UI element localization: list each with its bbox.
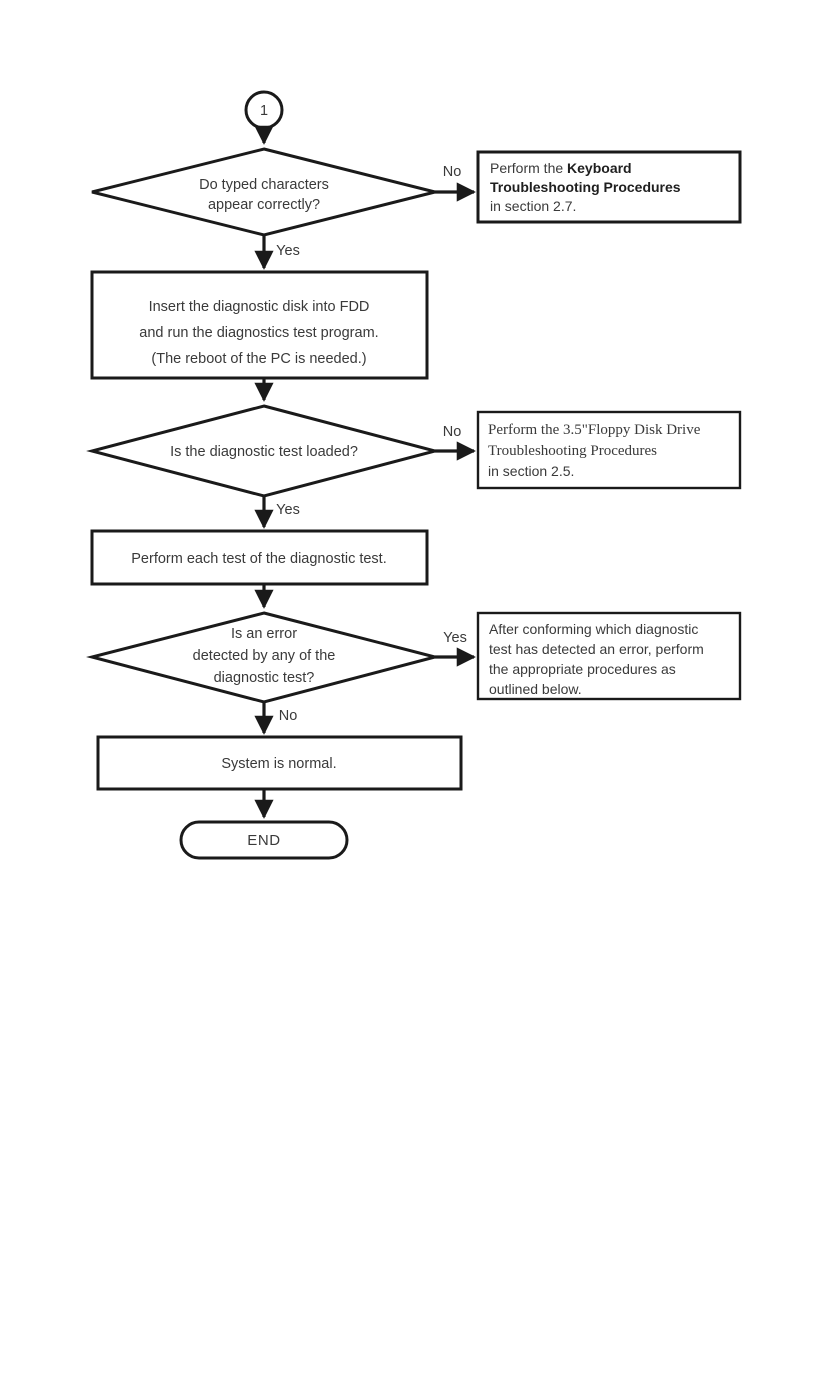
terminator-end: END [179, 820, 349, 860]
decision3-line1: Is an error [231, 626, 297, 642]
process-insert-line2: and run the diagnostics test program. [139, 325, 378, 341]
box-after-line2: test has detected an error, perform [489, 641, 704, 657]
process-insert-line3: (The reboot of the PC is needed.) [151, 351, 366, 367]
decision1-no-label: No [443, 164, 462, 180]
process-perform-line1: Perform each test of the diagnostic test… [131, 551, 387, 567]
decision2-line1: Is the diagnostic test loaded? [170, 444, 358, 460]
box-keyboard-line3: in section 2.7. [490, 198, 576, 214]
box-keyboard-line1-plain: Perform the [490, 160, 567, 176]
box-after-conforming: After conforming which diagnostic test h… [476, 611, 742, 701]
decision1-line2: appear correctly? [208, 197, 320, 213]
terminator-end-label: END [247, 832, 280, 849]
decision1-yes-label: Yes [276, 243, 300, 259]
connector-in-circle: 1 [244, 90, 284, 130]
decision1-line1: Do typed characters [199, 177, 329, 193]
process-insert-diagnostic-disk: Insert the diagnostic disk into FDD and … [90, 270, 429, 380]
box-fdd-troubleshooting: Perform the 3.5"Floppy Disk Drive Troubl… [476, 410, 742, 490]
box-fdd-line2: Troubleshooting Procedures [488, 443, 657, 459]
box-keyboard-line1-bold: Keyboard [567, 160, 632, 176]
decision-typed-characters: Do typed characters appear correctly? [91, 147, 436, 237]
box-fdd-line3: in section 2.5. [488, 463, 574, 479]
process-perform-each-test: Perform each test of the diagnostic test… [90, 529, 429, 586]
box-keyboard-line2: Troubleshooting Procedures [490, 179, 681, 195]
process-system-is-normal: System is normal. [96, 735, 463, 791]
process-insert-line1: Insert the diagnostic disk into FDD [149, 299, 370, 315]
decision3-line2: detected by any of the [193, 648, 336, 664]
decision-error-detected: Is an error detected by any of the diagn… [86, 611, 441, 704]
box-after-line1: After conforming which diagnostic [489, 621, 698, 637]
box-keyboard-troubleshooting: Perform the Keyboard Troubleshooting Pro… [476, 150, 742, 224]
decision-diagnostic-test-loaded: Is the diagnostic test loaded? [86, 404, 441, 498]
connector-in-label: 1 [260, 103, 268, 119]
box-after-line3: the appropriate procedures as [489, 661, 676, 677]
decision3-no-label: No [279, 708, 298, 724]
decision3-yes-label: Yes [443, 630, 467, 646]
box-keyboard-line1: Perform the Keyboard [490, 160, 632, 176]
decision2-no-label: No [443, 424, 462, 440]
process-system-normal-line1: System is normal. [221, 756, 336, 772]
box-fdd-line1: Perform the 3.5"Floppy Disk Drive [488, 422, 701, 438]
box-after-line4: outlined below. [489, 681, 582, 697]
decision3-line3: diagnostic test? [214, 670, 315, 686]
decision2-yes-label: Yes [276, 502, 300, 518]
